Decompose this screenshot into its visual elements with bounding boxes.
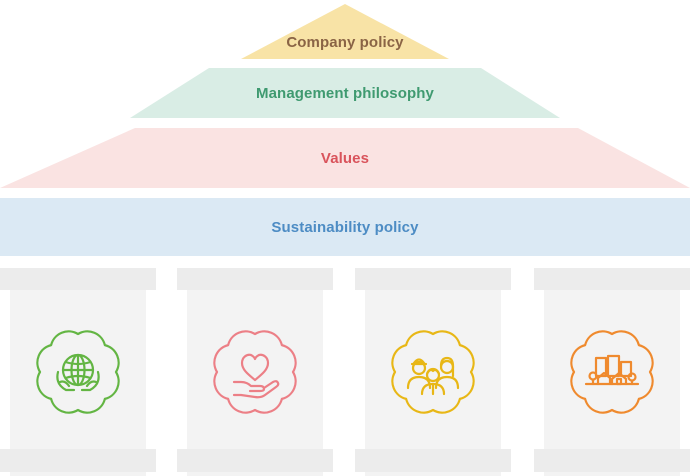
tier-management-philosophy: Management philosophy [130, 68, 560, 118]
pillar-shaft [187, 290, 323, 476]
tier-values: Values [0, 128, 690, 188]
tier-sustainability-policy-label: Sustainability policy [271, 218, 419, 236]
pillar-1 [0, 268, 156, 476]
pillar-cap [355, 268, 511, 290]
pillar-cap [534, 268, 690, 290]
heart-hand-icon [213, 330, 297, 414]
city-icon [570, 330, 654, 414]
tier-company-policy-label: Company policy [286, 34, 404, 51]
tier-company-policy: Company policy [241, 4, 449, 59]
pillar-4 [534, 268, 690, 476]
tier-sustainability-policy: Sustainability policy [0, 198, 690, 256]
pillar-cap [177, 268, 333, 290]
pillar-base [534, 449, 690, 472]
tier-management-philosophy-label: Management philosophy [256, 84, 434, 102]
pillar-2 [177, 268, 333, 476]
people-icon [391, 330, 475, 414]
pillar-cap [0, 268, 156, 290]
globe-hands-icon [36, 330, 120, 414]
pillar-base [355, 449, 511, 472]
pillar-3 [355, 268, 511, 476]
pillar-base [0, 449, 156, 472]
pillar-base [177, 449, 333, 472]
tier-values-label: Values [320, 149, 370, 167]
